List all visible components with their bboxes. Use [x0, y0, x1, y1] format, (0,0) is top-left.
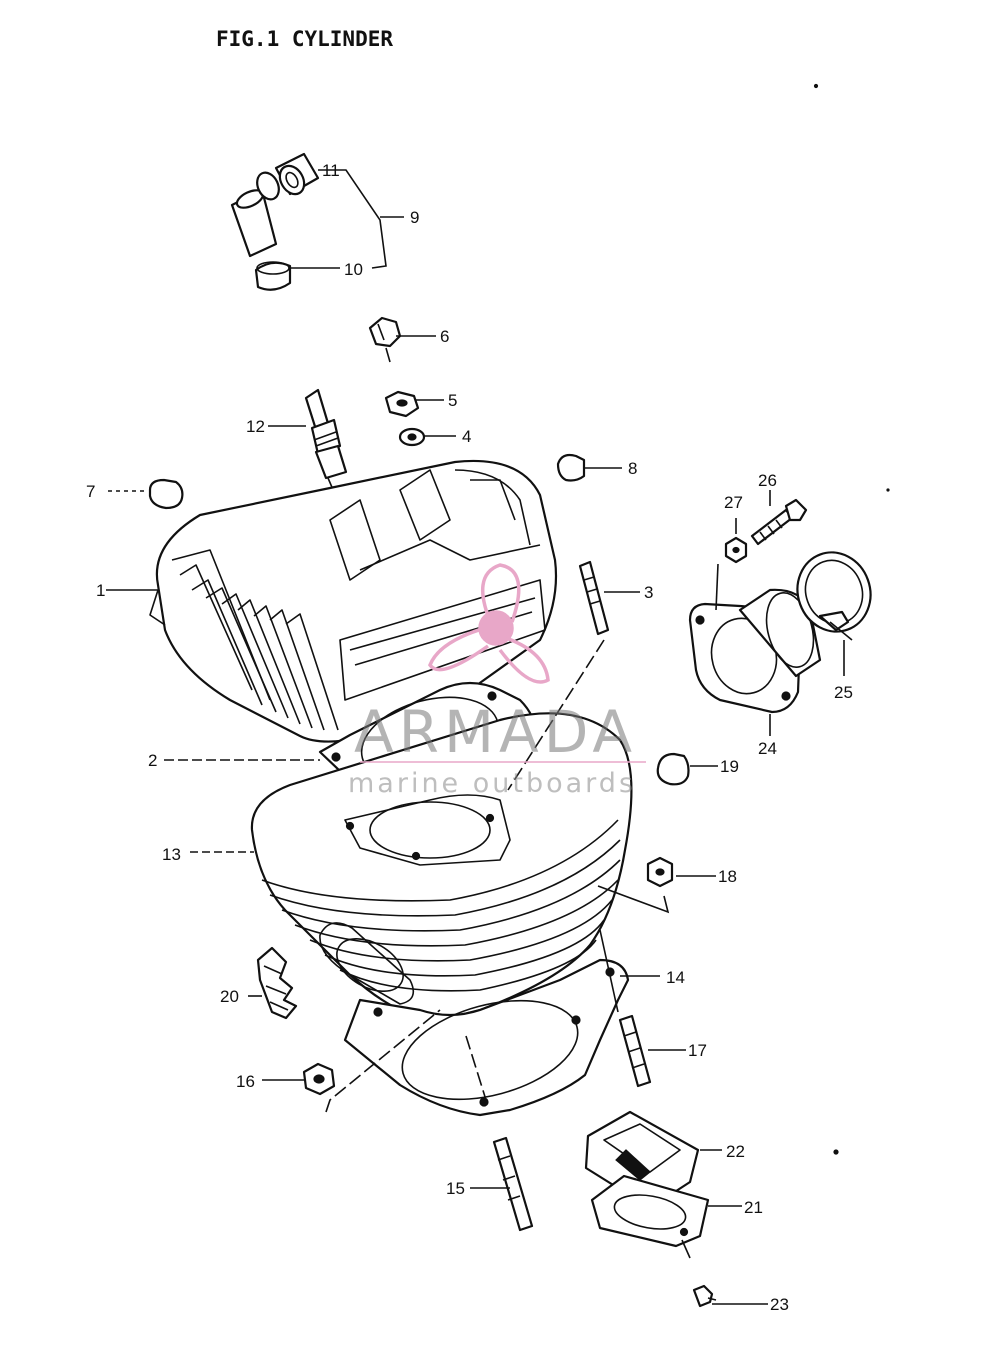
watermark-tagline: marine outboards: [348, 768, 636, 799]
callout-13: 13: [162, 845, 181, 864]
callout-10: 10: [344, 260, 363, 279]
callout-6: 6: [440, 327, 449, 346]
callout-19: 19: [720, 757, 739, 776]
part-cap-19: [656, 752, 690, 786]
callout-1: 1: [96, 581, 105, 600]
callout-14: 14: [666, 968, 685, 987]
part-stud-17: [618, 1014, 652, 1088]
callout-9: 9: [410, 208, 419, 227]
callout-7: 7: [86, 482, 95, 501]
part-nut-16: [302, 1062, 336, 1096]
callout-3: 3: [644, 583, 653, 602]
callout-26: 26: [758, 471, 777, 490]
watermark: ARMADA marine outboards: [348, 563, 646, 799]
callout-2: 2: [148, 751, 157, 770]
callout-24: 24: [758, 739, 777, 758]
figure-title: FIG.1 CYLINDER: [216, 27, 393, 51]
callout-22: 22: [726, 1142, 745, 1161]
callout-4: 4: [462, 427, 471, 446]
callout-18: 18: [718, 867, 737, 886]
part-cap-8: [556, 453, 586, 482]
propeller-icon: [428, 563, 550, 684]
part-intake-manifold: [688, 588, 822, 714]
part-nut-5: [384, 390, 420, 418]
part-cylinder-head: [149, 459, 558, 743]
part-reed-gasket: [590, 1174, 710, 1248]
callout-15: 15: [446, 1179, 465, 1198]
part-nut-18: [646, 856, 674, 888]
callout-20: 20: [220, 987, 239, 1006]
part-cap-7: [148, 478, 184, 510]
part-stud-15: [492, 1136, 534, 1232]
callout-11: 11: [322, 161, 340, 180]
part-bolt-26: [750, 498, 808, 546]
part-spark-plug: [304, 388, 348, 493]
callout-12: 12: [246, 417, 265, 436]
leader-lines: [106, 169, 845, 1305]
callout-21: 21: [744, 1198, 763, 1217]
callout-8: 8: [628, 459, 637, 478]
part-washer-4: [398, 427, 426, 447]
part-screw-23: [692, 1284, 717, 1308]
watermark-brand: ARMADA: [354, 698, 637, 766]
callout-labels: 1 2 3 4 5 6 7 8 9 10 11 12 13 14 15 16 1…: [86, 161, 853, 1314]
callout-5: 5: [448, 391, 457, 410]
part-hose-clamp: [796, 551, 872, 641]
callout-27: 27: [724, 493, 743, 512]
callout-16: 16: [236, 1072, 255, 1091]
part-cylinder: [250, 712, 633, 1022]
part-clips-20: [256, 946, 298, 1020]
callout-17: 17: [688, 1041, 707, 1060]
part-nut-27: [724, 536, 748, 564]
part-decompressor-assembly: [230, 152, 320, 291]
scan-specks: [813, 83, 890, 1155]
part-stud-3: [578, 560, 610, 636]
part-cap-nut-6: [368, 316, 402, 363]
callout-25: 25: [834, 683, 853, 702]
callout-23: 23: [770, 1295, 789, 1314]
